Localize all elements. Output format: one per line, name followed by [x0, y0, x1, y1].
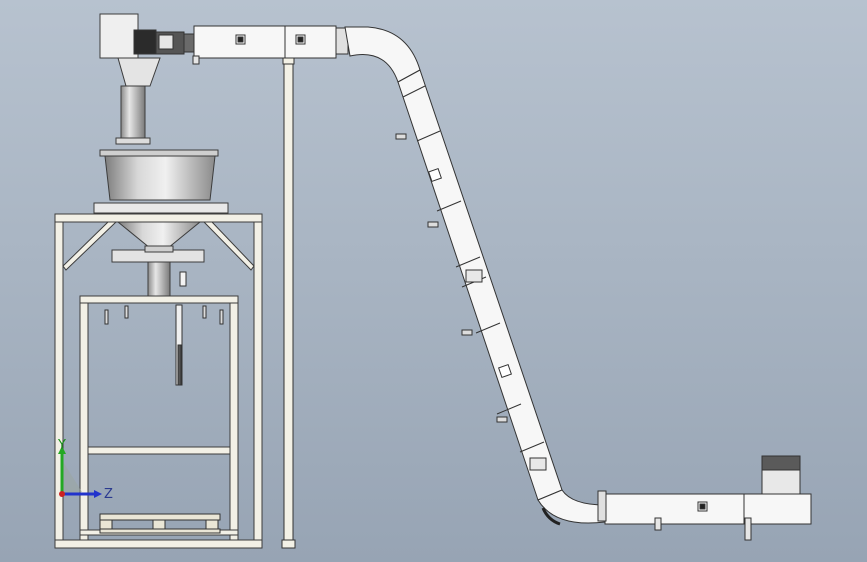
y-axis-arrow [58, 446, 66, 454]
z-axis-label: Z [104, 487, 113, 502]
view-orientation-triad: Y Z [57, 438, 113, 502]
feed-chute [99, 13, 161, 145]
x-axis-origin [59, 491, 65, 497]
y-axis-label: Y [57, 438, 66, 453]
pallet [99, 513, 221, 534]
top-drive-head [133, 25, 349, 65]
z-bucket-elevator [344, 26, 812, 541]
inlet-hopper [761, 455, 801, 495]
bag-clamps [104, 271, 224, 386]
support-column [281, 57, 296, 549]
z-axis-arrow [94, 490, 102, 498]
mixing-bowl-hopper [93, 149, 229, 297]
